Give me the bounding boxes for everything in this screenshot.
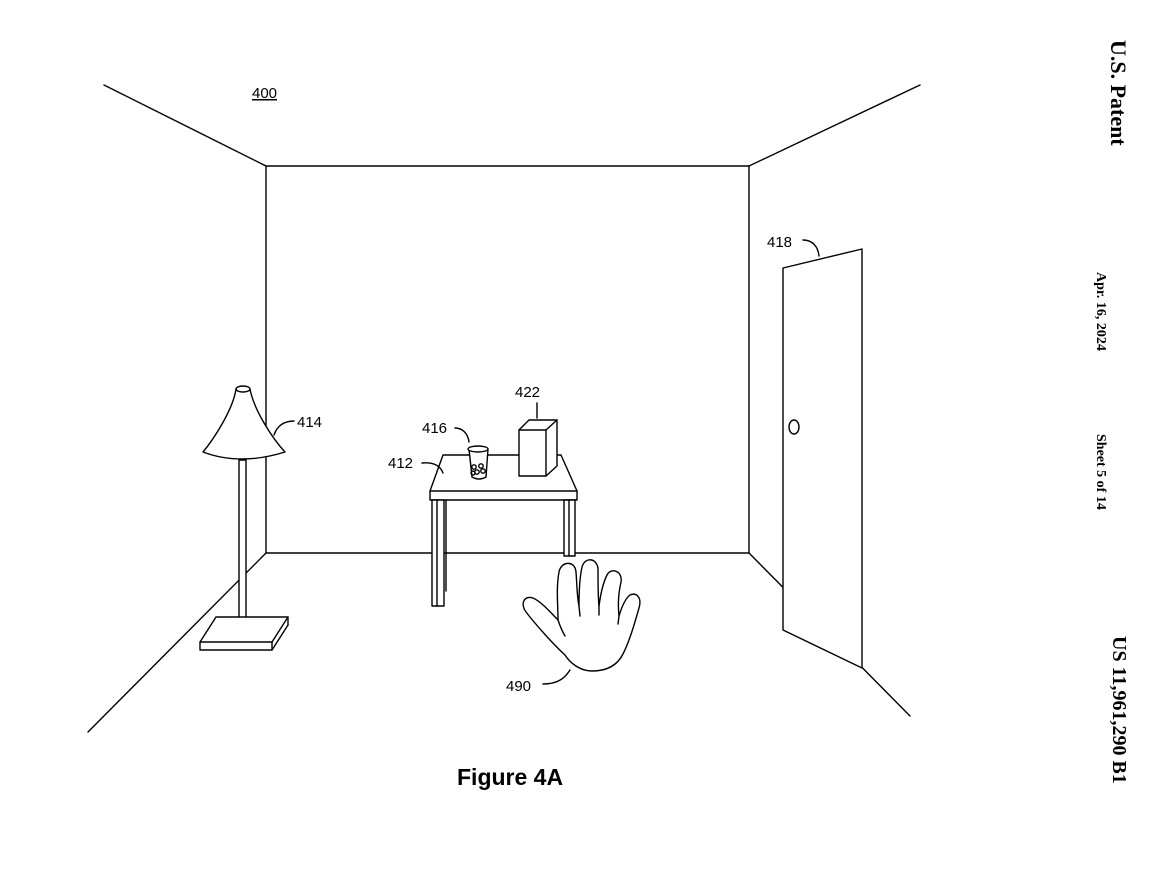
figure-label-422: 422 <box>515 384 540 401</box>
box <box>518 402 558 477</box>
patent-header-number: US 11,961,290 B1 <box>1108 636 1130 784</box>
cup <box>454 427 489 480</box>
figure-label-400: 400 <box>252 85 277 102</box>
figure-label-412: 412 <box>388 455 413 472</box>
figure-label-490: 490 <box>506 678 531 695</box>
table <box>421 454 578 607</box>
figure-label-414: 414 <box>297 414 322 431</box>
figure-label-418: 418 <box>767 234 792 251</box>
patent-header-date: Apr. 16, 2024 <box>1093 272 1108 351</box>
figure-label-416: 416 <box>422 420 447 437</box>
floor-lamp <box>199 385 295 651</box>
patent-header-title: U.S. Patent <box>1106 40 1131 146</box>
room-walls <box>87 84 921 733</box>
hand <box>522 559 641 685</box>
patent-header-sheet: Sheet 5 of 14 <box>1093 434 1108 510</box>
door <box>782 239 863 669</box>
figure-caption: Figure 4A <box>457 764 563 790</box>
